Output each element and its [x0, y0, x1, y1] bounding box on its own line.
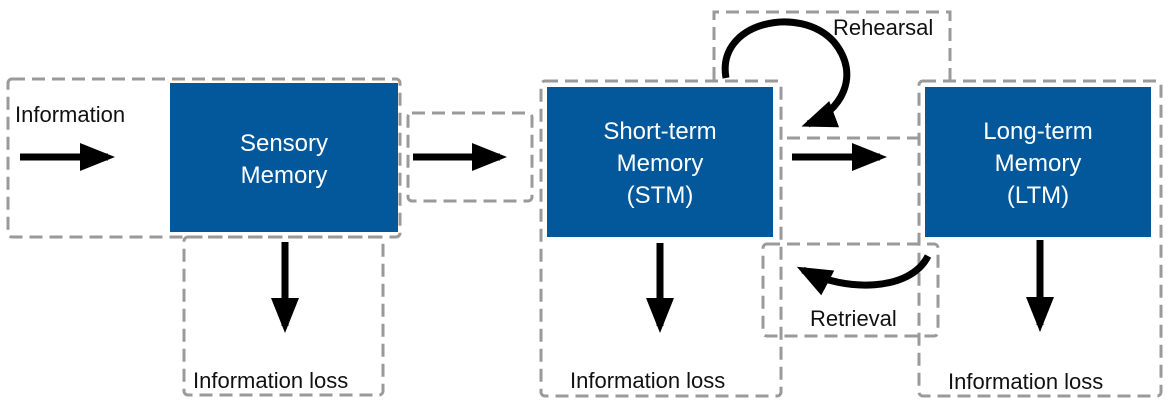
- sensory-label-2: Memory: [241, 162, 328, 189]
- sensory-loss-border: [182, 235, 385, 397]
- retrieval-border: [761, 242, 940, 338]
- stm-loss-label: Information loss: [570, 368, 725, 393]
- sensory-loss-label: Information loss: [193, 368, 348, 393]
- ltm-loss-label: Information loss: [948, 369, 1103, 394]
- transfer-border: [406, 111, 534, 203]
- sensory-label-1: Sensory: [240, 130, 328, 157]
- retrieval-label: Retrieval: [810, 306, 897, 331]
- ltm-label-3: (LTM): [1007, 182, 1069, 209]
- ltm-group-border: [917, 79, 1163, 398]
- ltm-label-2: Memory: [995, 150, 1082, 177]
- stm-label-3: (STM): [627, 182, 694, 209]
- sensory-group-border: [6, 77, 402, 239]
- ltm-label-1: Long-term: [983, 118, 1092, 145]
- information-label: Information: [15, 102, 125, 127]
- sensory-memory-box: [170, 83, 398, 232]
- rehearsal-border: [712, 10, 952, 140]
- stm-group-border: [539, 79, 783, 398]
- rehearsal-label: Rehearsal: [833, 15, 933, 40]
- ltm-box: [925, 87, 1151, 237]
- stm-box: [547, 87, 773, 237]
- stm-label-2: Memory: [617, 150, 704, 177]
- rehearsal-arrow: [721, 18, 851, 128]
- stm-label-1: Short-term: [603, 118, 716, 145]
- retrieval-arrow: [796, 254, 932, 296]
